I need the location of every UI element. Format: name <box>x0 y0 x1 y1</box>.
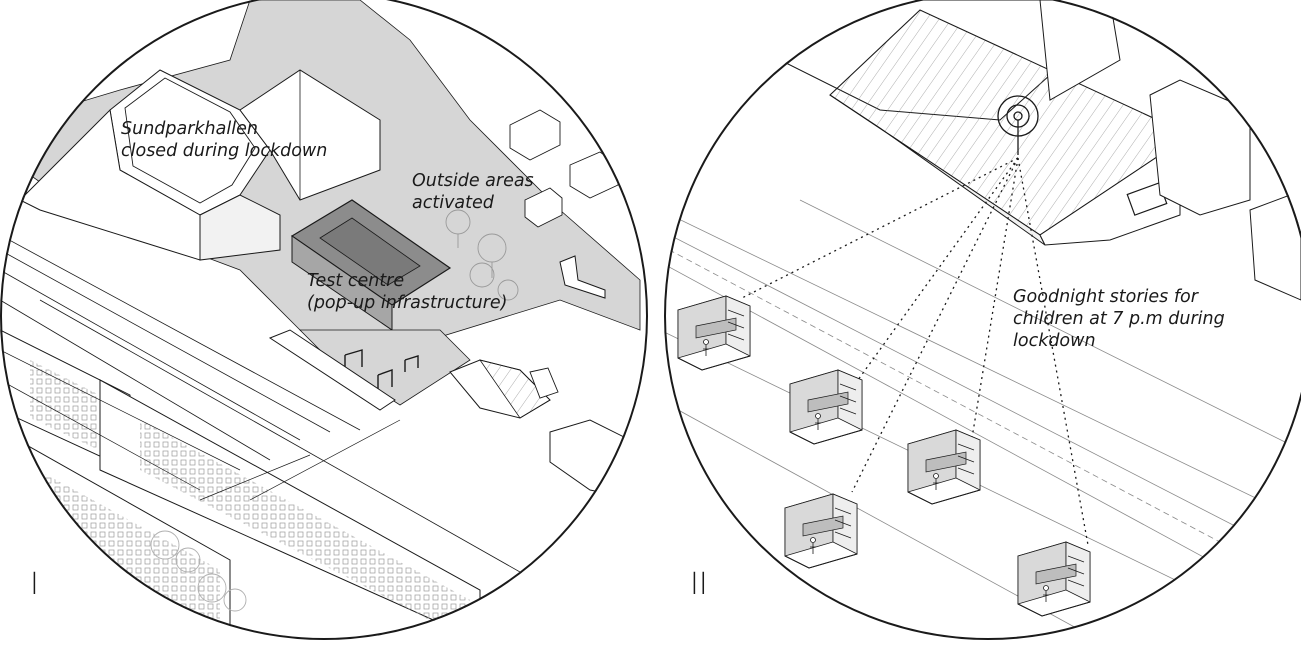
apartment-block-3-windows <box>20 460 220 640</box>
small-house-1 <box>509 109 561 161</box>
courtyard-wall <box>268 329 396 411</box>
l-shape-structure <box>559 255 606 299</box>
sundparkhallen-side-wing <box>199 194 281 261</box>
broadcast-lines <box>741 157 1089 546</box>
trees-bottom <box>150 530 247 612</box>
panel-1-frame <box>0 0 648 640</box>
trees-courtyard <box>445 209 519 301</box>
room-vignettes <box>677 295 1091 617</box>
room-vignette <box>1017 541 1091 617</box>
shed-roof <box>479 359 551 419</box>
bench <box>529 367 559 399</box>
panel-1-numeral: I <box>30 567 39 602</box>
panel-1-map <box>0 0 641 640</box>
road-lines-2 <box>664 199 1301 640</box>
neighbour-building-2 <box>1249 194 1301 301</box>
small-house-3 <box>524 187 563 228</box>
sundparkhallen-roof-inner <box>124 77 256 204</box>
room-vignette <box>677 295 751 371</box>
label-test-centre: Test centre (pop-up infrastructure) <box>307 271 508 313</box>
test-centre-ridge <box>319 217 421 286</box>
apartment-block-2-windows <box>140 420 470 640</box>
hall-upper-wing <box>1039 0 1121 101</box>
label-outside-areas: Outside areas activated <box>412 171 534 213</box>
panel-2-numeral: II <box>690 567 708 602</box>
room-vignette <box>784 493 858 569</box>
room-vignette <box>789 369 863 445</box>
label-sundparkhallen: Sundparkhallen closed during lockdown <box>121 119 328 161</box>
label-goodnight-stories: Goodnight stories for children at 7 p.m … <box>1013 287 1225 351</box>
panel-2-map <box>664 0 1301 640</box>
small-house-2 <box>569 151 619 199</box>
panel-2-frame <box>664 0 1301 640</box>
broadcast-icon <box>997 95 1039 155</box>
room-vignette <box>907 429 981 505</box>
neighbour-building <box>1149 79 1251 216</box>
